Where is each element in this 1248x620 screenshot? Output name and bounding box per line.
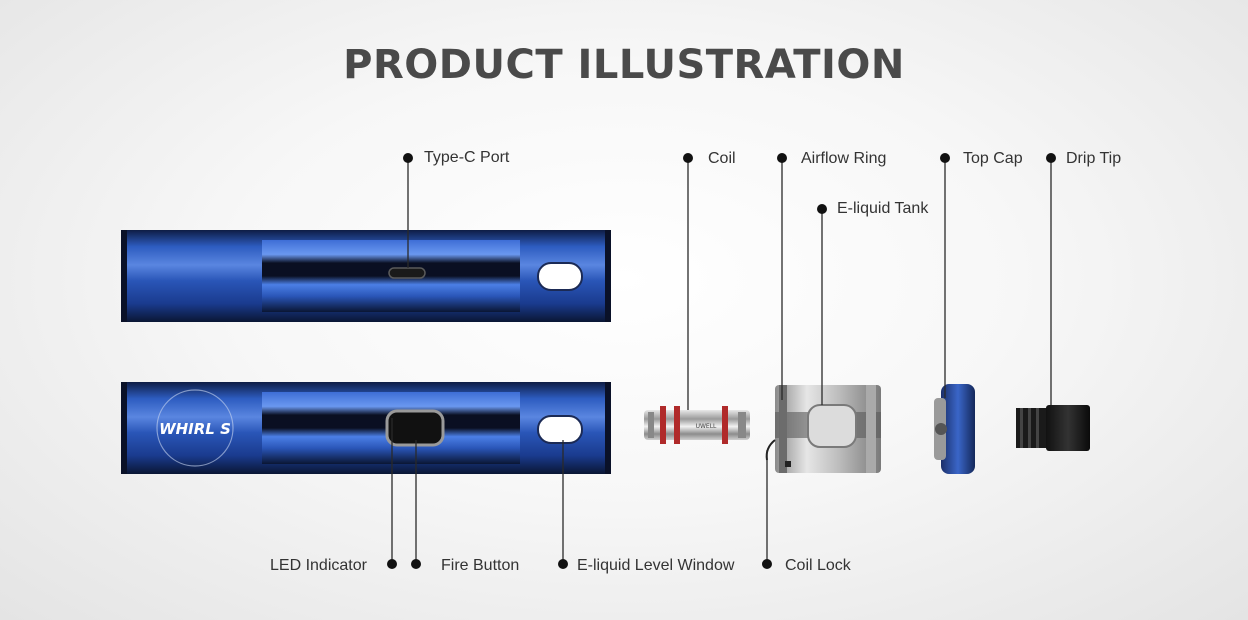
label-e-liquid-tank: E-liquid Tank [837, 200, 929, 217]
label-coil: Coil [708, 150, 736, 167]
label-led-indicator: LED Indicator [270, 557, 367, 574]
page-title: PRODUCT ILLUSTRATION [343, 42, 905, 88]
whirl-logo: WHIRL S [159, 420, 231, 438]
tank-shape [765, 385, 881, 473]
type-c-port-shape [388, 267, 426, 279]
top-cap-shape [934, 384, 975, 474]
e-liquid-level-window-shape [537, 415, 583, 444]
svg-text:UWELL: UWELL [696, 423, 717, 430]
battery-front-view: WHIRL S [121, 382, 611, 474]
label-fire-button: Fire Button [441, 557, 520, 574]
label-drip-tip: Drip Tip [1066, 150, 1122, 167]
leader-lines [391, 158, 1052, 564]
fire-button-shape [385, 409, 445, 447]
label-type-c-port: Type-C Port [424, 149, 510, 166]
label-top-cap: Top Cap [963, 150, 1023, 167]
label-e-liquid-level-window: E-liquid Level Window [577, 557, 735, 574]
label-coil-lock: Coil Lock [785, 557, 851, 574]
coil-shape: UWELL [644, 406, 750, 444]
battery-back-view [121, 230, 611, 322]
drip-tip-shape [1016, 405, 1090, 451]
label-airflow-ring: Airflow Ring [801, 150, 887, 167]
e-liquid-window-back [537, 262, 583, 291]
leader-dots [387, 153, 1056, 569]
